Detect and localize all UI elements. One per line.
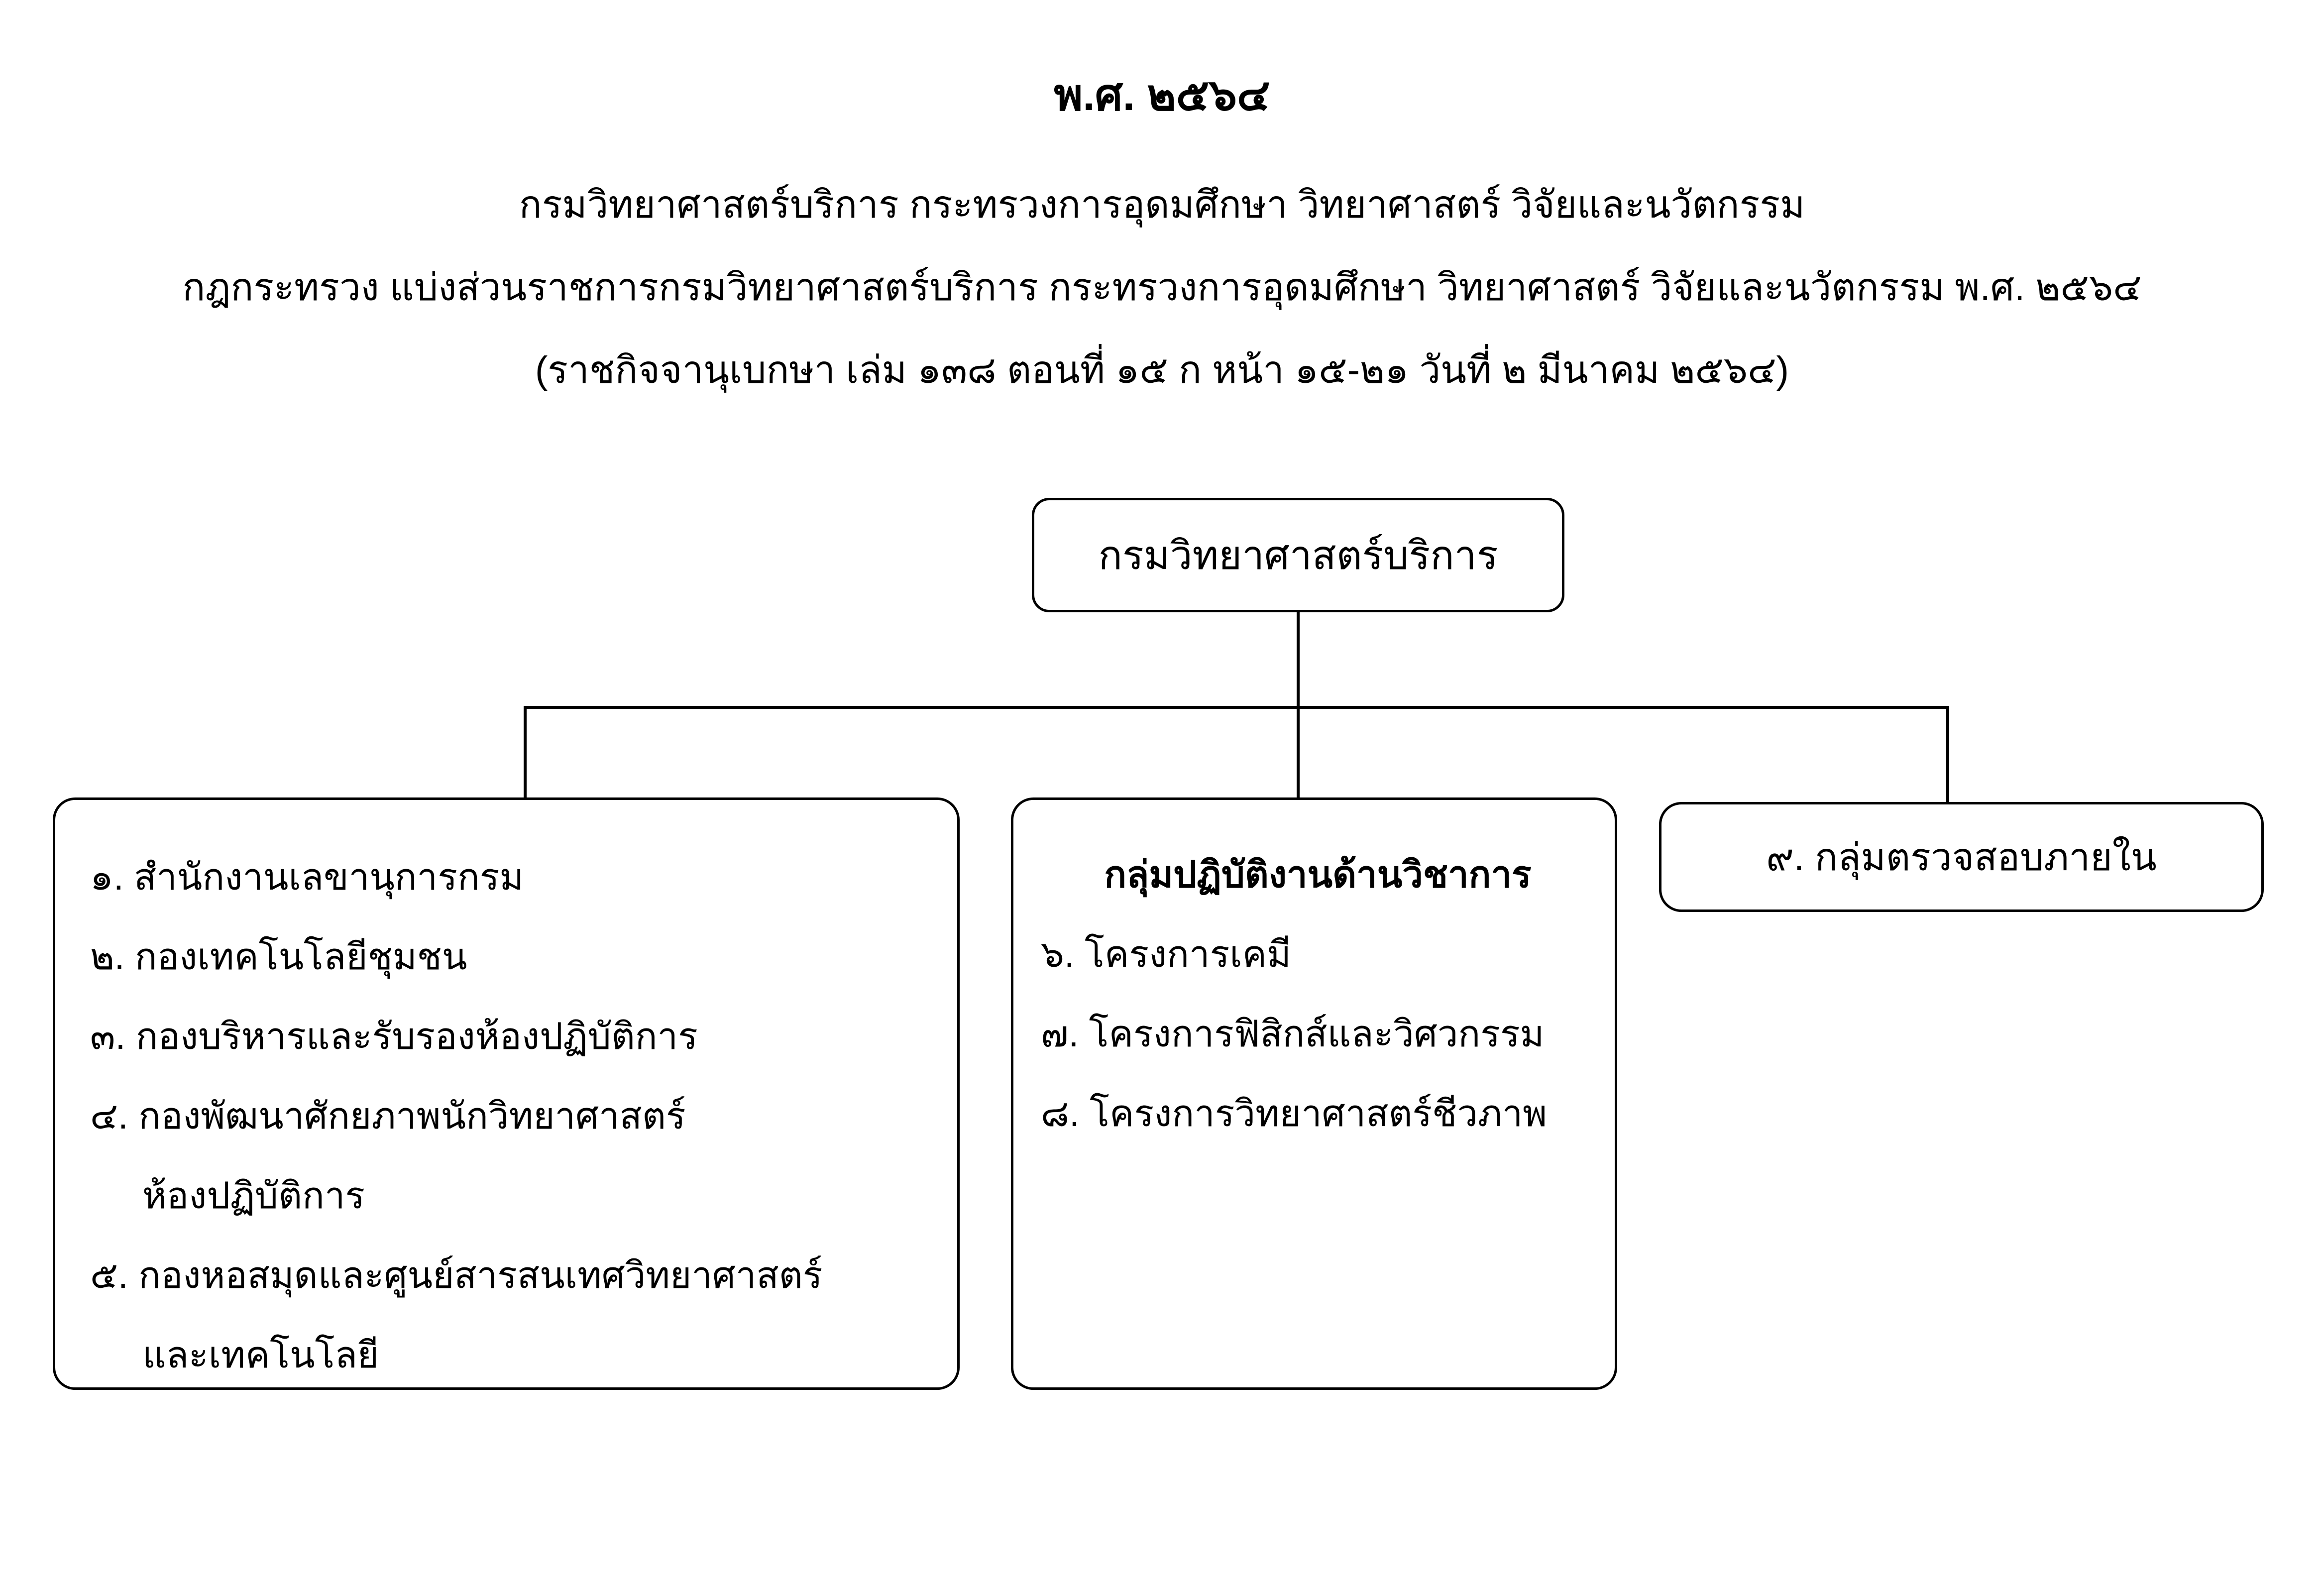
internal-audit-label: ๙. กลุ่มตรวจสอบภายใน (1766, 836, 2157, 879)
internal-audit-box: ๙. กลุ่มตรวจสอบภายใน (1659, 802, 2264, 912)
connector-drop-left (524, 706, 527, 798)
subtitle-line-1: กรมวิทยาศาสตร์บริการ กระทรวงการอุดมศึกษา… (519, 184, 1805, 226)
division-item-5-cont: และเทคโนโลยี (142, 1334, 379, 1375)
connector-drop-right (1946, 706, 1949, 803)
academic-group-title: กลุ่มปฏิบัติงานด้านวิชาการ (1104, 854, 1532, 895)
division-item-2: ๒. กองเทคโนโลยีชุมชน (90, 936, 467, 977)
root-node-box: กรมวิทยาศาสตร์บริการ (1032, 498, 1564, 612)
connector-horizontal-bar (524, 706, 1949, 709)
root-node-label: กรมวิทยาศาสตร์บริการ (1098, 533, 1498, 577)
division-item-4: ๔. กองพัฒนาศักยภาพนักวิทยาศาสตร์ (90, 1095, 686, 1136)
division-item-5: ๕. กองหอสมุดและศูนย์สารสนเทศวิทยาศาสตร์ (90, 1254, 823, 1296)
divisions-box: ๑. สำนักงานเลขานุการกรม ๒. กองเทคโนโลยีช… (53, 797, 960, 1390)
connector-drop-center (1297, 706, 1300, 798)
academic-item-6: ๖. โครงการเคมี (1041, 933, 1291, 975)
subtitle-line-2: กฎกระทรวง แบ่งส่วนราชการกรมวิทยาศาสตร์บร… (182, 266, 2142, 309)
academic-group-box: กลุ่มปฏิบัติงานด้านวิชาการ ๖. โครงการเคม… (1011, 797, 1617, 1390)
division-item-1: ๑. สำนักงานเลขานุการกรม (90, 856, 524, 898)
division-item-3: ๓. กองบริหารและรับรองห้องปฏิบัติการ (90, 1016, 698, 1057)
academic-item-7: ๗. โครงการฟิสิกส์และวิศวกรรม (1041, 1013, 1545, 1054)
division-item-4-cont: ห้องปฏิบัติการ (142, 1175, 365, 1216)
page-title: พ.ศ. ๒๕๖๔ (1054, 70, 1270, 119)
academic-item-8: ๘. โครงการวิทยาศาสตร์ชีวภาพ (1041, 1093, 1548, 1134)
subtitle-line-3: (ราชกิจจานุเบกษา เล่ม ๑๓๘ ตอนที่ ๑๕ ก หน… (535, 349, 1789, 391)
connector-root-stem (1297, 612, 1300, 708)
